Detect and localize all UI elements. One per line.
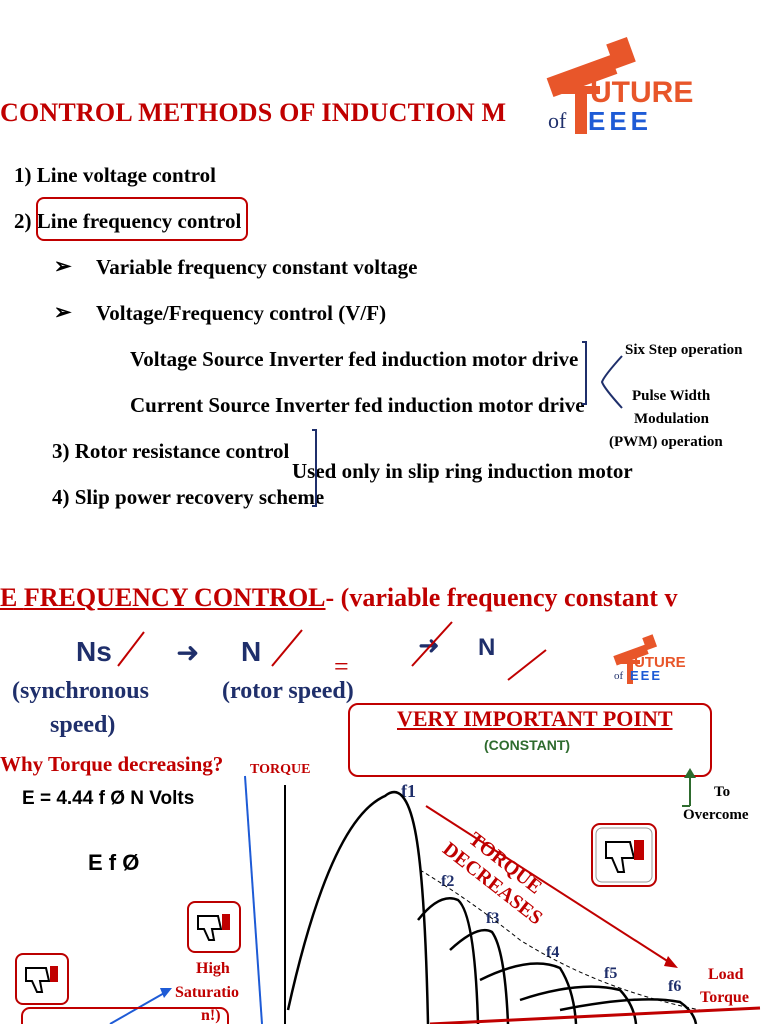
item-csi: Current Source Inverter fed induction mo…	[130, 393, 585, 417]
slide2-title: E FREQUENCY CONTROL- (variable frequency…	[0, 583, 677, 613]
future-of-eee-logo: UTURE of EEE	[538, 26, 734, 136]
freq-label-f1: f1	[401, 781, 416, 801]
logo-small-word-future: UTURE	[634, 654, 686, 671]
item-line-frequency: 2) Line frequency control	[14, 209, 242, 233]
brace-pwm	[600, 355, 623, 409]
logo-word-future: UTURE	[590, 76, 694, 109]
why-torque-label: Why Torque decreasing?	[0, 752, 224, 776]
brace-rotor	[312, 429, 317, 507]
future-of-eee-logo-small: UTURE of EEE	[608, 630, 708, 686]
curve-f5	[519, 985, 638, 1024]
logo-small-word-of: of	[614, 670, 624, 682]
arrow-n-up	[271, 629, 303, 667]
annotation-six-step: Six Step operation	[625, 342, 743, 358]
bullet-arrow-2: ➢	[54, 300, 72, 324]
thumbs-down-icon-left	[15, 953, 69, 1005]
arrow-n-up-2	[411, 621, 453, 667]
curve-f1	[286, 790, 430, 1024]
high-saturation-1: High	[196, 960, 230, 977]
n-label: N	[241, 636, 262, 667]
load-torque-2: Torque	[700, 989, 749, 1006]
item-variable-freq: Variable frequency constant voltage	[96, 255, 418, 279]
high-saturation-3: n!)	[201, 1007, 221, 1024]
logo-word-of: of	[548, 108, 567, 133]
thumbs-down-icon-mid	[187, 901, 241, 953]
slide1-title: CONTROL METHODS OF INDUCTION M	[0, 98, 507, 127]
blue-v-line	[244, 775, 263, 1024]
n2-label: N	[478, 634, 496, 661]
annotation-pwm-1: Pulse Width	[632, 388, 711, 404]
curve-f6	[559, 998, 698, 1024]
load-torque-1: Load	[708, 966, 744, 983]
brace-inverters	[582, 341, 587, 405]
torque-axis-label: TORQUE	[250, 762, 311, 777]
item-vsi: Voltage Source Inverter fed induction mo…	[130, 347, 579, 371]
high-saturation-2: Saturatio	[175, 984, 239, 1001]
equals-sign: =	[334, 652, 349, 681]
arrow-right-1: ➜	[176, 637, 200, 668]
logo-word-eee: EEE	[588, 106, 653, 136]
torque-decrease-arrow	[425, 805, 673, 965]
bullet-arrow-1: ➢	[54, 254, 72, 278]
to-overcome-2: Overcome	[683, 807, 749, 823]
item-slip-power: 4) Slip power recovery scheme	[52, 485, 325, 509]
title2-prefix: E	[0, 583, 24, 612]
logo-graphic-icon	[546, 37, 636, 134]
logo-small-graphic-icon	[613, 634, 658, 684]
to-overcome-1: To	[714, 784, 731, 800]
highlight-box-frequency	[36, 197, 248, 241]
synchronous-label: (synchronous	[12, 678, 149, 704]
bottom-red-box	[21, 1007, 229, 1024]
e-f-phi: E f Ø	[88, 850, 140, 875]
rotor-speed-label: (rotor speed)	[222, 678, 354, 704]
item-line-voltage: 1) Line voltage control	[14, 163, 217, 187]
speed-label: speed)	[50, 712, 116, 738]
thumbs-down-icon-right	[591, 823, 657, 887]
annotation-pwm-2: Modulation	[634, 411, 710, 427]
title2-suffix: - (variable frequency constant v	[325, 583, 678, 612]
curve-f4	[479, 962, 578, 1024]
title2-main: FREQUENCY CONTROL	[23, 583, 326, 612]
item-vf-control: Voltage/Frequency control (V/F)	[96, 301, 387, 325]
important-point-box	[348, 703, 712, 777]
constant-label: (CONSTANT)	[484, 737, 571, 753]
annotation-slip-ring: Used only in slip ring induction motor	[292, 459, 633, 483]
arrow-ns-up	[117, 631, 145, 667]
load-torque-line	[429, 1006, 761, 1024]
arrow-n2-up	[507, 649, 547, 681]
emf-equation: E = 4.44 f Ø N Volts	[22, 788, 195, 809]
annotation-pwm-3: (PWM) operation	[609, 434, 723, 450]
curve-f3	[449, 928, 510, 1024]
ns-label: Ns	[76, 636, 112, 667]
item-rotor-resistance: 3) Rotor resistance control	[52, 439, 290, 463]
freq-label-f5: f5	[604, 965, 618, 982]
curve-f2	[417, 897, 480, 1024]
important-point-title: VERY IMPORTANT POINT	[397, 706, 673, 731]
dashed-envelope	[419, 869, 701, 1011]
freq-label-f6: f6	[668, 978, 682, 995]
logo-small-word-eee: EEE	[630, 668, 663, 683]
